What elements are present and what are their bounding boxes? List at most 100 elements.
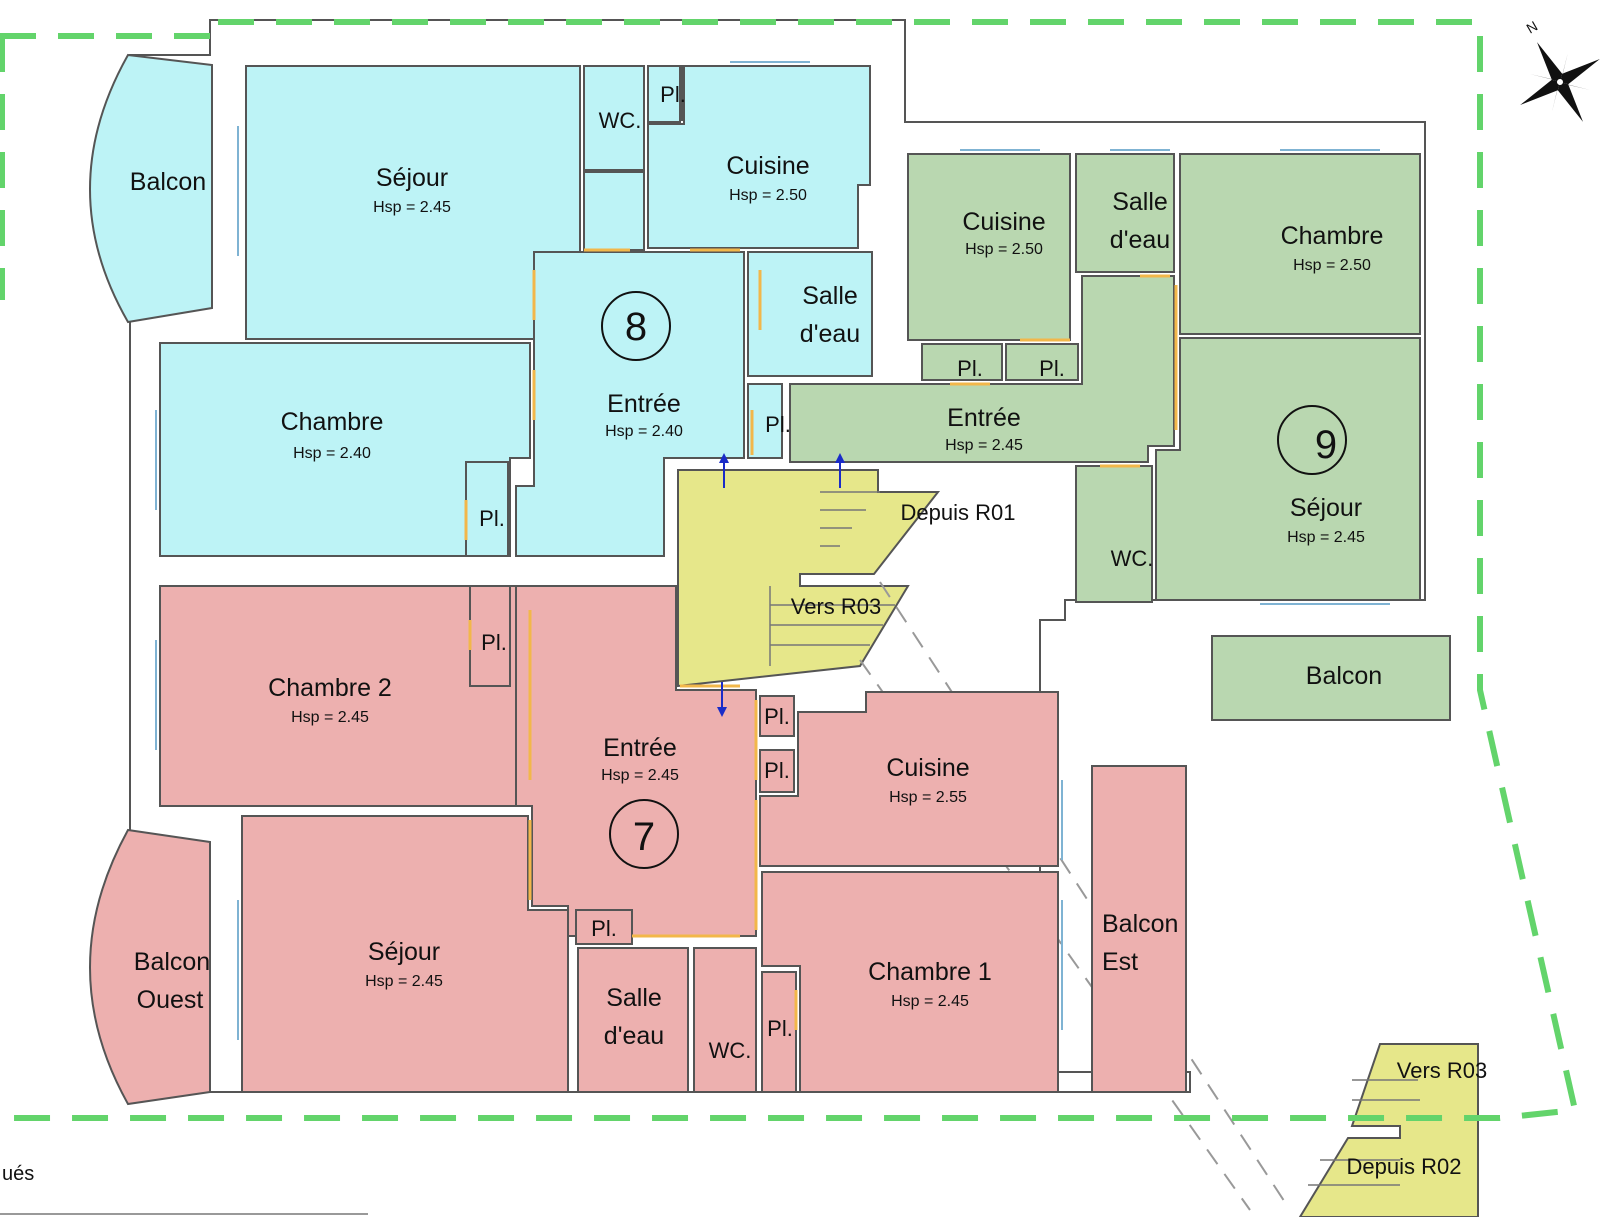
apt9-labels: Cuisine Hsp = 2.50 Salle d'eau Chambre H… [945, 188, 1383, 690]
apt8-number-circle [601, 291, 671, 361]
apt8-pl-bottom-label: Pl. [479, 506, 505, 531]
landing-area [677, 469, 941, 688]
apt7-sejour-hsp: Hsp = 2.45 [365, 973, 443, 990]
apt9-sejour-hsp: Hsp = 2.45 [1287, 529, 1365, 546]
ext-stair-depuis-r02-label: Depuis R02 [1347, 1154, 1462, 1179]
doors [464, 248, 1178, 1030]
apt7-salle-eau-label-2: d'eau [604, 1022, 664, 1050]
door-arrow-icon [717, 453, 845, 717]
apt8-cuisine-label: Cuisine [726, 152, 809, 180]
apt9-pl-b-label: Pl. [1039, 356, 1065, 381]
apt9-cuisine-label: Cuisine [962, 208, 1045, 236]
apt7-chambre1-hsp: Hsp = 2.45 [891, 993, 969, 1010]
apt7-pl-c1 [759, 695, 795, 737]
apt7-balcon-ouest-label-2: Ouest [137, 986, 204, 1014]
compass-north-label: N [1524, 18, 1541, 37]
apt9-number: 9 [1315, 423, 1337, 467]
stair-vers-r03-label: Vers R03 [791, 594, 882, 619]
apt7-cuisine-hsp: Hsp = 2.55 [889, 789, 967, 806]
apt8-pl-mid-label: Pl. [765, 412, 791, 437]
apt8-balcon [89, 53, 213, 324]
apt7-balcon-est-label-2: Est [1102, 948, 1138, 976]
apt9-salle-eau-label-1: Salle [1112, 188, 1168, 216]
apt7-salle-eau-label-1: Salle [606, 984, 662, 1012]
apt9-salle-eau-label-2: d'eau [1110, 226, 1170, 254]
apt9-cuisine [907, 153, 1071, 341]
apt8-pl-top-label: Pl. [660, 82, 686, 107]
apt9-pl-b [1005, 343, 1079, 381]
windows [155, 61, 1390, 1040]
apt8-number: 8 [625, 305, 647, 349]
apt8-salle-eau-label-2: d'eau [800, 320, 860, 348]
apt7-cuisine-label: Cuisine [886, 754, 969, 782]
apt8-sejour [245, 65, 581, 340]
apt7-salle-eau [577, 947, 689, 1093]
apt9-pl-a-label: Pl. [957, 356, 983, 381]
apt8-sejour-label: Séjour [376, 164, 448, 192]
apt8-sejour-hsp: Hsp = 2.45 [373, 199, 451, 216]
apt8-entree-hsp: Hsp = 2.40 [605, 423, 683, 440]
apt9-sejour-label: Séjour [1290, 494, 1362, 522]
compass-rose-icon [1520, 42, 1600, 122]
apartment-7 [89, 585, 1187, 1106]
apt8-wc-label: WC. [599, 108, 642, 133]
apt7-pl-ch1-label: Pl. [767, 1016, 793, 1041]
apt9-wc [1075, 465, 1153, 603]
stair-landing [677, 469, 1291, 1211]
apt7-number: 7 [633, 815, 655, 859]
apt8-entree [515, 251, 745, 557]
apt7-chambre2-label: Chambre 2 [268, 674, 392, 702]
apt7-balcon-ouest [89, 828, 211, 1106]
exterior-stair [1298, 1043, 1479, 1217]
footer-fragment: ués [2, 1163, 34, 1185]
apt9-chambre-label: Chambre [1281, 222, 1384, 250]
stair-depuis-r01-label: Depuis R01 [901, 500, 1016, 525]
apt7-sejour-label: Séjour [368, 938, 440, 966]
apt8-wc [583, 65, 645, 171]
apt7-pl-sde-label: Pl. [591, 916, 617, 941]
apt7-pl-sde [575, 909, 633, 945]
apt7-pl-c2-label: Pl. [764, 758, 790, 783]
apt7-chambre1-label: Chambre 1 [868, 958, 992, 986]
apt7-cuisine [759, 691, 1059, 867]
apt9-number-circle [1277, 405, 1347, 475]
apt7-chambre1 [761, 871, 1059, 1093]
apt9-cuisine-hsp: Hsp = 2.50 [965, 241, 1043, 258]
apt7-pl-top [469, 585, 511, 687]
exterior-stair-area [1298, 1043, 1479, 1217]
apt7-labels: Chambre 2 Hsp = 2.45 Pl. Entrée Hsp = 2.… [134, 630, 1179, 1063]
apt9-chambre-hsp: Hsp = 2.50 [1293, 257, 1371, 274]
apt9-entree-label: Entrée [947, 404, 1021, 432]
apt8-cuisine-hsp: Hsp = 2.50 [729, 187, 807, 204]
apt7-entree-hsp: Hsp = 2.45 [601, 767, 679, 784]
apt7-pl-c1-label: Pl. [764, 704, 790, 729]
apt9-salle-eau [1075, 153, 1175, 273]
apt7-wc-label: WC. [709, 1038, 752, 1063]
apt8-chambre [159, 342, 531, 557]
apt7-chambre2 [159, 585, 529, 807]
apt7-balcon-ouest-label-1: Balcon [134, 948, 210, 976]
apt7-chambre2-hsp: Hsp = 2.45 [291, 709, 369, 726]
apt7-pl-top-label: Pl. [481, 630, 507, 655]
apt8-salle-eau-label-1: Salle [802, 282, 858, 310]
property-boundary [0, 19, 1579, 1121]
apt7-number-circle [609, 799, 679, 869]
apt8-cuisine [647, 65, 871, 249]
apt9-sejour [1155, 337, 1421, 601]
apt7-balcon-est-label-1: Balcon [1102, 910, 1178, 938]
apt9-entree-hsp: Hsp = 2.45 [945, 437, 1023, 454]
apt8-chambre-label: Chambre [281, 408, 384, 436]
apt9-balcon-label: Balcon [1306, 662, 1382, 690]
apt8-chambre-hsp: Hsp = 2.40 [293, 445, 371, 462]
apt8-labels: Balcon Séjour Hsp = 2.45 WC. Pl. Cuisine… [130, 82, 860, 531]
apt7-sejour [241, 815, 569, 1093]
apt8-wc-lower [583, 171, 645, 251]
apt8-salle-eau [747, 251, 873, 377]
apt8-entree-label: Entrée [607, 390, 681, 418]
apartment-8 [89, 53, 873, 557]
apt9-balcon [1211, 635, 1451, 721]
apt7-wc [693, 947, 757, 1093]
apt8-pl-mid [747, 383, 783, 459]
apt9-wc-label: WC. [1111, 546, 1154, 571]
